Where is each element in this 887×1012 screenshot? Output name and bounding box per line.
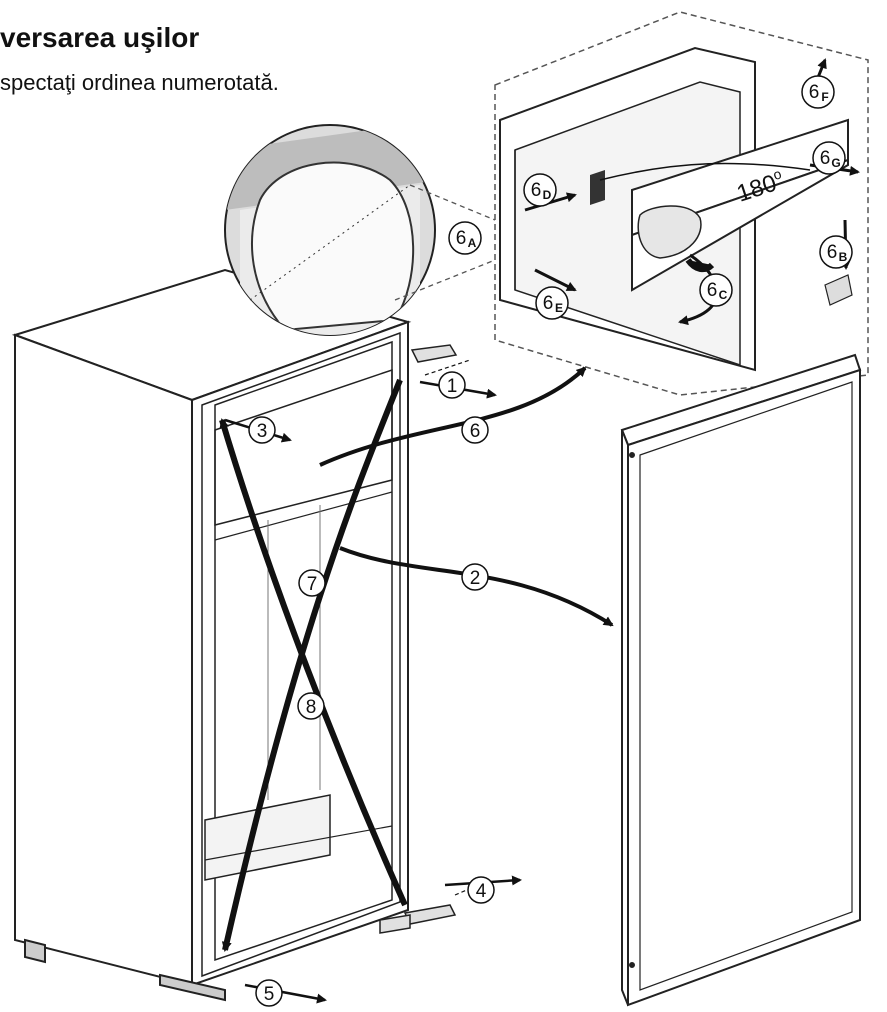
hand-icon [251, 161, 415, 332]
handle-icon [637, 205, 702, 259]
fridge-left-side [14, 333, 193, 987]
substep-number: 6 [809, 82, 820, 103]
step-label-1: 1 [438, 371, 466, 399]
door-face [627, 368, 861, 1007]
substep-number: 6 [827, 242, 838, 263]
arrow-7 [221, 378, 403, 952]
substep-letter: G [831, 156, 840, 170]
top-hinge [410, 344, 458, 363]
substep-circle [535, 286, 569, 320]
substep-circle [801, 75, 835, 109]
fridge-liner [214, 340, 393, 962]
step-number: 2 [470, 568, 481, 589]
fridge-cabinet [11, 268, 412, 1002]
latch-icon [590, 170, 605, 205]
step-number: 7 [307, 574, 318, 595]
refrigerator-door [620, 353, 862, 1007]
step-labels: 1 2 3 4 5 6 7 8 [248, 371, 495, 1007]
step-number: 8 [306, 697, 317, 718]
substep-number: 6 [707, 280, 718, 301]
magnifier-detail [224, 124, 436, 336]
step-number: 1 [447, 376, 458, 397]
step-label-5: 5 [255, 979, 283, 1007]
substep-circle [812, 141, 846, 175]
page-subtitle: spectaţi ordinea numerotată. [0, 70, 279, 95]
leader-lines [394, 184, 496, 301]
step-circle [255, 979, 283, 1007]
substep-circle [699, 273, 733, 307]
substep-number: 6 [543, 293, 554, 314]
step-label-3: 3 [248, 416, 276, 444]
foot-left [24, 938, 46, 964]
step-circle [461, 563, 489, 591]
substep-number: 6 [531, 180, 542, 201]
step-number: 3 [257, 421, 268, 442]
inset-detail [494, 11, 869, 396]
diagonal-arrows [219, 378, 408, 952]
substep-circle [819, 235, 853, 269]
substep-circle [523, 173, 557, 207]
step-label-8: 8 [297, 692, 325, 720]
substep-circle [448, 221, 482, 255]
substep-letter: B [839, 250, 848, 264]
step-circle [467, 876, 495, 904]
bottom-hinge [403, 904, 457, 925]
substep-number: 6 [820, 148, 831, 169]
step-number: 6 [470, 421, 481, 442]
step-circle [248, 416, 276, 444]
step-label-7: 7 [298, 569, 326, 597]
arrow-8 [219, 418, 408, 907]
step-circle [298, 569, 326, 597]
step-label-2: 2 [461, 563, 489, 591]
foot-right [159, 973, 226, 1002]
step-circle [438, 371, 466, 399]
step-label-4: 4 [467, 876, 495, 904]
step-number: 5 [264, 984, 275, 1005]
substep-letter: F [821, 90, 828, 104]
step-label-6: 6 [461, 416, 489, 444]
page-title: versarea uşilor [0, 22, 200, 53]
step-circle [297, 692, 325, 720]
substep-letter: C [719, 288, 728, 302]
hinges [379, 344, 458, 934]
freezer-compartment [214, 368, 393, 526]
rotate-icon [685, 258, 715, 273]
substep-letter: A [468, 236, 477, 250]
fridge-inner-frame [201, 331, 401, 978]
bottom-hinge-plate [379, 914, 411, 934]
step-circle [461, 416, 489, 444]
step-number: 4 [476, 881, 487, 902]
substep-number: 6 [456, 228, 467, 249]
substep-letter: D [543, 188, 552, 202]
substep-letter: E [555, 301, 563, 315]
